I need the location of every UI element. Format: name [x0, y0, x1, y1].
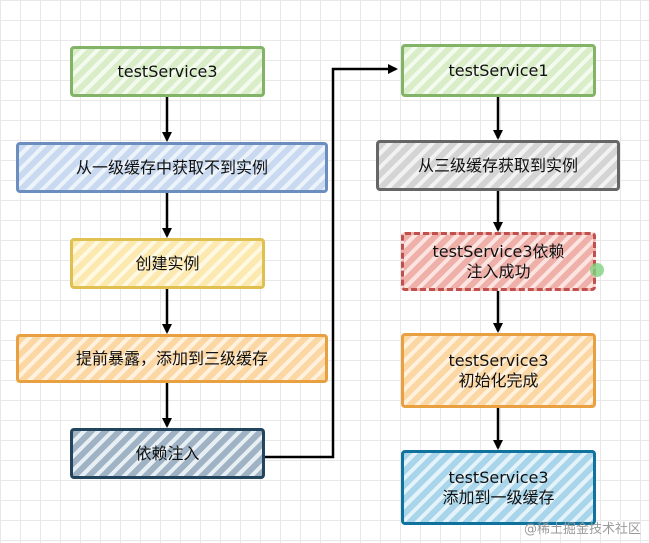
node-test-service3-injection-success[interactable]: testService3依赖 注入成功 [401, 232, 596, 291]
node-expose-to-level3-cache: 提前暴露，添加到三级缓存 [16, 334, 328, 383]
node-test-service3-init-complete: testService3 初始化完成 [401, 333, 596, 408]
node-label: 从三级缓存获取到实例 [417, 155, 578, 175]
node-label: 从一级缓存中获取不到实例 [75, 157, 268, 177]
node-test-service1: testService1 [401, 44, 596, 97]
node-create-instance: 创建实例 [70, 238, 265, 289]
node-test-service3-add-to-level1-cache: testService3 添加到一级缓存 [401, 450, 596, 525]
node-label: testService3依赖 注入成功 [432, 241, 565, 281]
node-label: testService3 添加到一级缓存 [442, 467, 555, 507]
node-label: testService3 初始化完成 [448, 350, 549, 390]
node-label: testService3 [117, 61, 218, 81]
node-label: 依赖注入 [135, 443, 200, 463]
node-label: 提前暴露，添加到三级缓存 [75, 348, 268, 368]
node-get-from-level3-cache: 从三级缓存获取到实例 [376, 140, 620, 191]
node-label: testService1 [448, 60, 549, 80]
node-get-from-level1-cache-miss: 从一级缓存中获取不到实例 [16, 142, 328, 193]
connection-handle[interactable] [590, 263, 604, 277]
watermark: @稀土掘金技术社区 [523, 522, 641, 537]
node-dependency-injection: 依赖注入 [70, 428, 265, 479]
node-test-service3-start: testService3 [70, 46, 265, 97]
node-label: 创建实例 [135, 253, 200, 273]
arrow-left-5-to-right-1 [265, 64, 398, 459]
